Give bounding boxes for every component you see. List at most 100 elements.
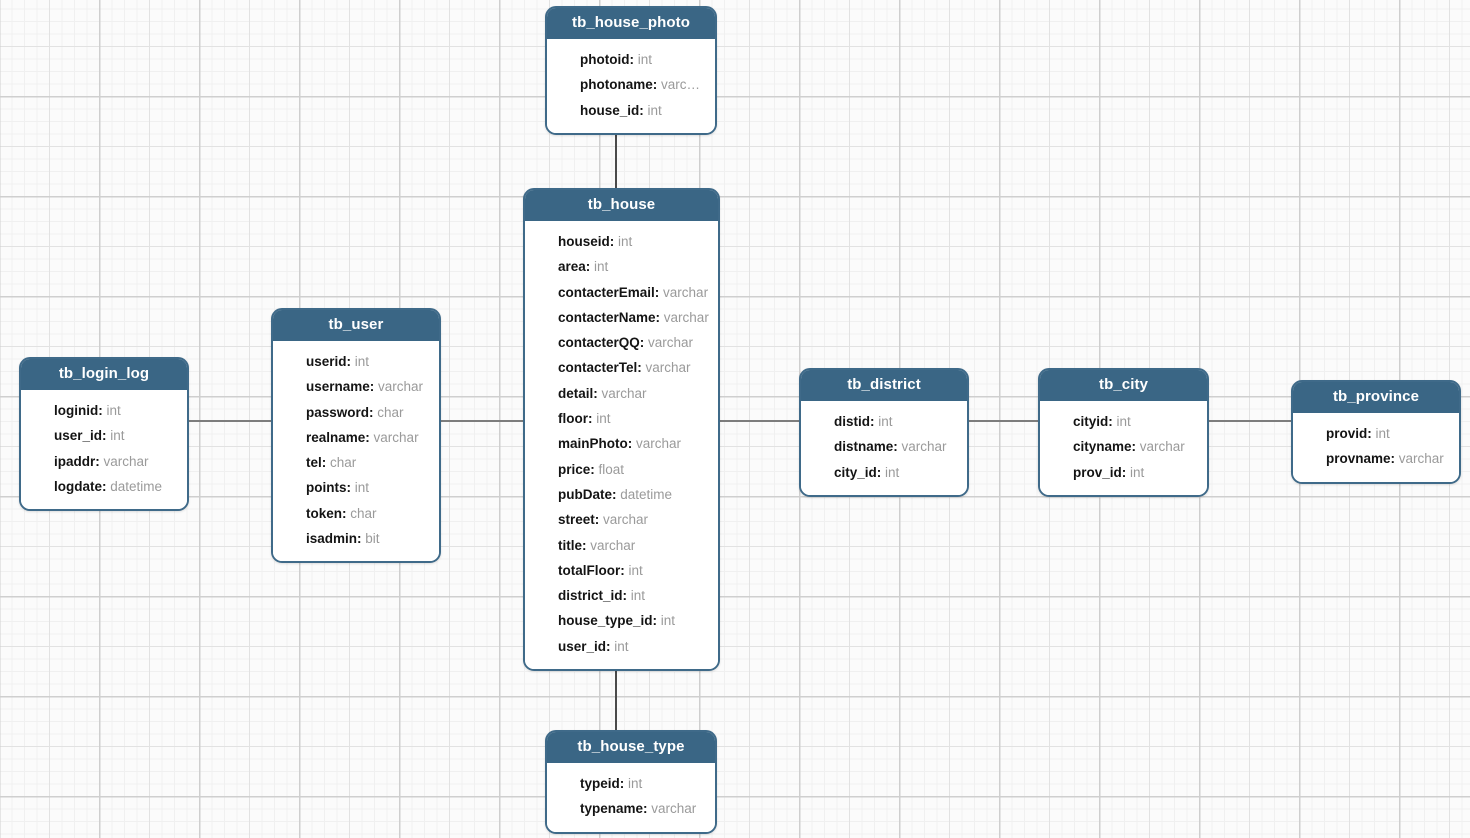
field-row[interactable]: userid: int xyxy=(273,349,439,374)
field-row[interactable]: logdate: datetime xyxy=(21,474,187,499)
field-name: typeid: xyxy=(580,776,625,791)
field-row[interactable]: username: varchar xyxy=(273,374,439,399)
connector-tb_login_log-to-tb_user[interactable] xyxy=(188,420,273,422)
connector-tb_city-to-tb_province[interactable] xyxy=(1208,420,1293,422)
field-type: varchar xyxy=(1395,451,1444,467)
field-name: isadmin: xyxy=(306,531,362,547)
field-row[interactable]: typename: varchar xyxy=(547,796,715,821)
field-type: varchar xyxy=(1136,439,1185,455)
connector-tb_house-to-tb_house_type[interactable] xyxy=(615,666,617,731)
field-row[interactable]: city_id: int xyxy=(801,460,967,485)
field-row[interactable]: contacterTel: varchar xyxy=(525,355,718,380)
field-row[interactable]: contacterEmail: varchar xyxy=(525,280,718,305)
field-name: house_type_id: xyxy=(558,613,658,629)
field-row[interactable]: area: int xyxy=(525,254,718,279)
field-row[interactable]: price: float xyxy=(525,457,718,482)
field-row[interactable]: provid: int xyxy=(1293,421,1459,446)
field-name: contacterTel: xyxy=(558,360,642,376)
field-row[interactable]: provname: varchar xyxy=(1293,446,1459,471)
field-type: int xyxy=(610,638,629,654)
field-row[interactable]: cityid: int xyxy=(1040,409,1207,434)
field-type: int xyxy=(643,102,662,118)
field-name: house_id: xyxy=(580,102,644,118)
field-row[interactable]: houseid: int xyxy=(525,229,718,254)
field-type: char xyxy=(346,505,377,521)
field-name: contacterEmail: xyxy=(558,284,660,300)
field-row[interactable]: cityname: varchar xyxy=(1040,434,1207,459)
field-row[interactable]: photoid: int xyxy=(547,47,715,72)
field-type: varchar xyxy=(660,309,709,325)
field-name: user_id: xyxy=(54,428,107,444)
field-row[interactable]: password: char xyxy=(273,400,439,425)
connector-tb_house_photo-to-tb_house[interactable] xyxy=(615,131,617,189)
field-row[interactable]: user_id: int xyxy=(525,634,718,659)
field-name: token: xyxy=(306,505,347,521)
field-type: varc… xyxy=(657,77,701,93)
field-type: varchar xyxy=(632,436,682,452)
field-row[interactable]: tel: char xyxy=(273,450,439,475)
field-name: detail: xyxy=(558,385,598,401)
field-row[interactable]: distname: varchar xyxy=(801,434,967,459)
field-type: int xyxy=(874,414,893,429)
field-row[interactable]: floor: int xyxy=(525,406,718,431)
field-name: provid: xyxy=(1326,426,1372,441)
field-name: contacterName: xyxy=(558,309,661,325)
field-name: street: xyxy=(558,512,600,528)
entity-title-tb_user: tb_user xyxy=(273,310,439,341)
field-type: int xyxy=(106,428,125,444)
field-type: int xyxy=(633,52,652,67)
field-row[interactable]: detail: varchar xyxy=(525,381,718,406)
field-name: ipaddr: xyxy=(54,453,100,469)
field-row[interactable]: user_id: int xyxy=(21,423,187,448)
field-row[interactable]: points: int xyxy=(273,475,439,500)
field-row[interactable]: street: varchar xyxy=(525,507,718,532)
field-row[interactable]: isadmin: bit xyxy=(273,526,439,551)
field-type: int xyxy=(881,464,900,480)
field-type: varchar xyxy=(374,379,424,395)
field-name: tel: xyxy=(306,455,327,471)
connector-tb_district-to-tb_city[interactable] xyxy=(968,420,1040,422)
field-row[interactable]: pubDate: datetime xyxy=(525,482,718,507)
field-row[interactable]: typeid: int xyxy=(547,771,715,796)
field-name: distid: xyxy=(834,414,875,429)
field-name: distname: xyxy=(834,439,898,455)
entity-title-tb_house_photo: tb_house_photo xyxy=(547,8,715,39)
field-name: totalFloor: xyxy=(558,562,625,578)
field-row[interactable]: realname: varchar xyxy=(273,425,439,450)
field-row[interactable]: loginid: int xyxy=(21,398,187,423)
field-row[interactable]: house_type_id: int xyxy=(525,608,718,633)
field-row[interactable]: district_id: int xyxy=(525,583,718,608)
field-type: int xyxy=(657,613,676,629)
field-row[interactable]: house_id: int xyxy=(547,98,715,123)
field-row[interactable]: contacterName: varchar xyxy=(525,305,718,330)
field-row[interactable]: contacterQQ: varchar xyxy=(525,330,718,355)
field-row[interactable]: prov_id: int xyxy=(1040,460,1207,485)
connector-tb_house-to-tb_district[interactable] xyxy=(719,420,801,422)
field-name: pubDate: xyxy=(558,486,617,502)
field-name: houseid: xyxy=(558,234,615,249)
field-row[interactable]: ipaddr: varchar xyxy=(21,449,187,474)
field-type: varchar xyxy=(897,439,947,455)
field-type: int xyxy=(351,354,370,369)
field-row[interactable]: title: varchar xyxy=(525,533,718,558)
field-row[interactable]: totalFloor: int xyxy=(525,558,718,583)
field-row[interactable]: photoname: varc… xyxy=(547,72,715,97)
field-row[interactable]: mainPhoto: varchar xyxy=(525,431,718,456)
connector-tb_user-to-tb_house[interactable] xyxy=(440,420,525,422)
field-row[interactable]: token: char xyxy=(273,501,439,526)
field-row[interactable]: distid: int xyxy=(801,409,967,434)
field-name: contacterQQ: xyxy=(558,335,645,351)
entity-title-tb_city: tb_city xyxy=(1040,370,1207,401)
